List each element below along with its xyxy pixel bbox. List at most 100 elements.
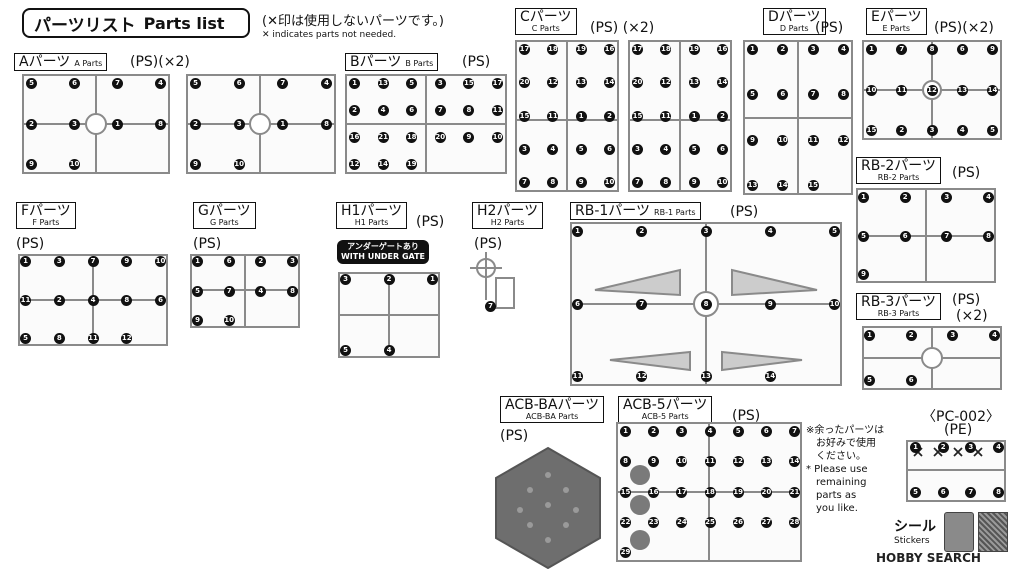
part-number-e: 1 bbox=[866, 44, 877, 55]
part-number-acb5: 15 bbox=[620, 486, 631, 498]
e-parts-label: Eパーツ E Parts bbox=[866, 8, 927, 35]
rb3-parts-runner bbox=[862, 326, 1002, 390]
part-number-rb2: 2 bbox=[899, 192, 911, 203]
part-number-rb1: 3 bbox=[700, 226, 712, 237]
f-parts-jp: Fパーツ bbox=[21, 203, 71, 219]
part-number-b: 3 bbox=[434, 78, 446, 89]
part-number-c1: 18 bbox=[547, 44, 559, 55]
part-number-b: 19 bbox=[406, 159, 418, 170]
part-number-d: 7 bbox=[807, 89, 819, 101]
part-number-c1: 8 bbox=[547, 177, 559, 188]
acb5-parts-en: ACB-5 Parts bbox=[641, 412, 689, 421]
part-number-b: 14 bbox=[377, 159, 389, 170]
d-parts-runner bbox=[743, 40, 853, 195]
part-number-e: 5 bbox=[987, 125, 998, 136]
part-number-e: 10 bbox=[866, 84, 877, 96]
part-number-c1: 4 bbox=[547, 143, 559, 155]
part-number-f: 8 bbox=[121, 294, 133, 306]
part-number-a1: 5 bbox=[26, 78, 37, 89]
h2-parts-en: H2 Parts bbox=[490, 218, 525, 227]
part-number-e: 14 bbox=[987, 84, 998, 96]
part-number-f: 3 bbox=[53, 256, 65, 267]
part-number-a1: 6 bbox=[69, 78, 80, 89]
part-number-a1: 1 bbox=[112, 118, 123, 130]
part-number-c2: 19 bbox=[688, 44, 700, 55]
e-parts-en: E Parts bbox=[882, 24, 911, 33]
a-parts-label: Aパーツ A Parts bbox=[14, 53, 108, 71]
part-number-f: 1 bbox=[20, 256, 31, 267]
d-parts-label: Dパーツ D Parts bbox=[763, 8, 826, 35]
rb2-parts-en: RB-2 Parts bbox=[877, 173, 920, 182]
part-number-b: 2 bbox=[349, 105, 360, 116]
under-gate-en: WITH UNDER GATE bbox=[340, 252, 426, 261]
part-number-rb3: 4 bbox=[989, 330, 1000, 341]
part-number-b: 6 bbox=[406, 105, 418, 116]
part-number-c2: 16 bbox=[717, 44, 728, 55]
part-number-e: 11 bbox=[896, 84, 908, 96]
part-number-acb5: 12 bbox=[732, 456, 744, 468]
d-parts-spec: (PS) bbox=[815, 20, 844, 36]
part-number-e: 6 bbox=[956, 44, 968, 55]
part-number-h2: 7 bbox=[485, 301, 496, 312]
part-number-b: 9 bbox=[463, 132, 475, 143]
part-number-c1: 11 bbox=[547, 110, 559, 122]
part-number-a2: 10 bbox=[233, 159, 245, 170]
part-number-f: 12 bbox=[121, 333, 133, 344]
part-number-c2: 2 bbox=[717, 110, 728, 122]
part-number-rb1: 4 bbox=[764, 226, 776, 237]
part-number-b: 4 bbox=[377, 105, 389, 116]
part-number-e: 4 bbox=[956, 125, 968, 136]
part-number-acb5: 25 bbox=[704, 516, 716, 528]
part-number-c1: 16 bbox=[604, 44, 615, 55]
part-number-acb5: 14 bbox=[789, 456, 800, 468]
h2-parts-jp: H2パーツ bbox=[477, 203, 539, 219]
title-jp: パーツリスト bbox=[34, 15, 136, 36]
part-number-a1: 10 bbox=[69, 159, 80, 170]
h1-parts-spec: (PS) bbox=[416, 214, 445, 230]
part-number-b: 18 bbox=[406, 132, 418, 143]
part-number-a2: 8 bbox=[321, 118, 332, 130]
part-number-a1: 9 bbox=[26, 159, 37, 170]
part-number-acb5: 29 bbox=[620, 547, 631, 558]
d-parts-en: D Parts bbox=[779, 24, 809, 33]
g-parts-en: G Parts bbox=[209, 218, 239, 227]
rb2-parts-runner bbox=[856, 188, 996, 283]
part-number-c1: 2 bbox=[604, 110, 615, 122]
part-number-a2: 4 bbox=[321, 78, 332, 89]
b-parts-spec: (PS) bbox=[462, 54, 491, 70]
part-number-rb1: 8 bbox=[700, 298, 712, 310]
g-parts-jp: Gパーツ bbox=[198, 203, 251, 219]
under-gate-badge: アンダーゲートあり WITH UNDER GATE bbox=[337, 240, 429, 264]
part-number-acb5: 22 bbox=[620, 516, 631, 528]
part-number-acb5: 9 bbox=[648, 456, 660, 468]
part-number-c2: 7 bbox=[632, 177, 643, 188]
part-number-acb5: 8 bbox=[620, 456, 631, 468]
rb3-parts-spec: (PS) bbox=[952, 292, 981, 308]
part-number-e: 13 bbox=[956, 84, 968, 96]
part-number-d: 9 bbox=[747, 134, 758, 146]
part-number-c1: 6 bbox=[604, 143, 615, 155]
part-number-g: 9 bbox=[192, 315, 203, 326]
a-parts-runner-2 bbox=[186, 74, 336, 174]
part-number-rb1: 7 bbox=[636, 298, 648, 310]
a-parts-en: A Parts bbox=[74, 59, 103, 68]
part-number-f: 7 bbox=[87, 256, 99, 267]
part-number-acb5: 1 bbox=[620, 426, 631, 437]
part-number-acb5: 11 bbox=[704, 456, 716, 468]
part-number-rb1: 13 bbox=[700, 371, 712, 382]
acbba-hex-base bbox=[495, 446, 601, 569]
b-parts-en: B Parts bbox=[405, 59, 434, 68]
part-number-acb5: 26 bbox=[732, 516, 744, 528]
note-jp: (✕印は使用しないパーツです。) bbox=[262, 14, 444, 29]
part-number-b: 17 bbox=[492, 78, 503, 89]
g-parts-label: Gパーツ G Parts bbox=[193, 202, 256, 229]
part-number-g: 8 bbox=[287, 285, 298, 297]
part-number-g: 2 bbox=[255, 256, 267, 267]
rb3-parts-label: RB-3パーツ RB-3 Parts bbox=[856, 293, 942, 320]
h1-parts-label: H1パーツ H1 Parts bbox=[336, 202, 408, 229]
part-number-acb5: 19 bbox=[732, 486, 744, 498]
part-number-c2: 6 bbox=[717, 143, 728, 155]
part-number-pc002: 4 bbox=[993, 442, 1004, 453]
part-number-rb2: 6 bbox=[899, 230, 911, 242]
part-number-acb5: 4 bbox=[704, 426, 716, 437]
